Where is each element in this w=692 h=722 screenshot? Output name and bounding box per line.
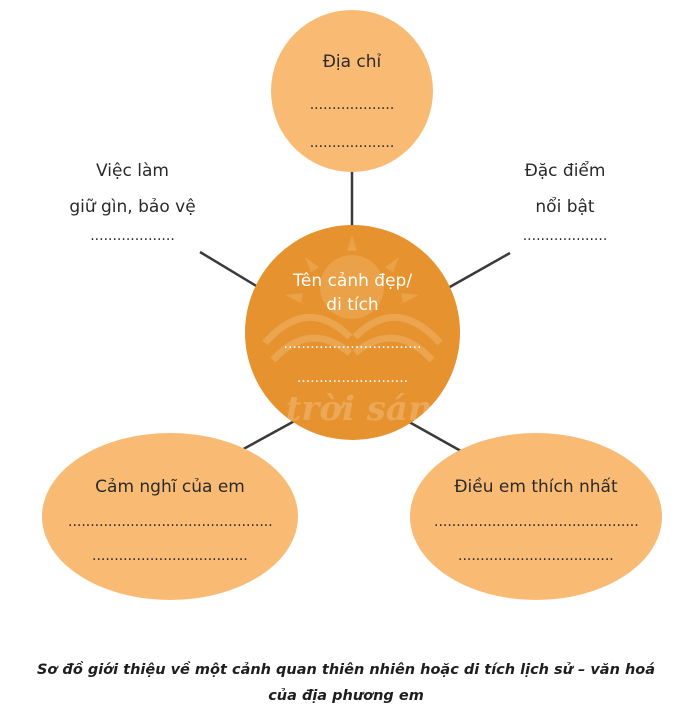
watermark-logo: Chân trời sáng tạo [245,235,460,429]
node-site-name: Chân trời sáng tạo Tên cảnh đẹp/ di tích… [245,225,460,440]
outer-left-line-2: giữ gìn, bảo vệ [69,197,196,217]
node-feelings-label: Cảm nghĩ của em [95,477,245,497]
connector-bottom-left [237,416,301,454]
node-site-name-line-2: ......................... [296,371,409,385]
node-site-name-line-1: ............................... [283,337,422,351]
connector-bottom-right [401,416,469,457]
node-address-line-1: ................... [309,98,395,112]
mind-map: Địa chỉ ................... ............… [40,10,662,600]
outer-left: Việc làm giữ gìn, bảo vệ ...............… [40,155,225,243]
outer-right-dots: ................... [522,229,608,243]
outer-left-dots: ................... [90,229,175,243]
node-favorite-line-2: .................................... [458,549,614,563]
figure-caption-line-2: của địa phương em [268,688,424,704]
node-site-name-label-2: di tích [326,295,379,315]
node-favorite: Điều em thích nhất .....................… [410,433,662,600]
node-feelings-line-1: ........................................… [68,515,272,529]
outer-left-line-1: Việc làm [96,161,169,181]
node-address-label: Địa chỉ [322,52,382,72]
outer-right-line-1: Đặc điểm [524,161,606,181]
node-address-line-2: ................... [309,136,395,150]
node-address: Địa chỉ ................... ............… [271,10,433,172]
node-favorite-label: Điều em thích nhất [454,477,618,497]
node-site-name-label-1: Tên cảnh đẹp/ [292,271,413,291]
connector-left [199,250,259,289]
node-favorite-line-1: ........................................… [434,515,638,529]
node-feelings-line-2: .................................... [92,549,248,563]
node-feelings: Cảm nghĩ của em ........................… [42,433,298,600]
figure-caption-line-1: Sơ đồ giới thiệu về một cảnh quan thiên … [36,662,656,678]
connectors [199,170,511,457]
outer-right-line-2: nổi bật [535,197,595,217]
watermark-text: Chân trời sáng tạo [245,389,460,429]
outer-right: Đặc điểm nổi bật ................... [480,155,650,243]
connector-right [447,251,511,290]
